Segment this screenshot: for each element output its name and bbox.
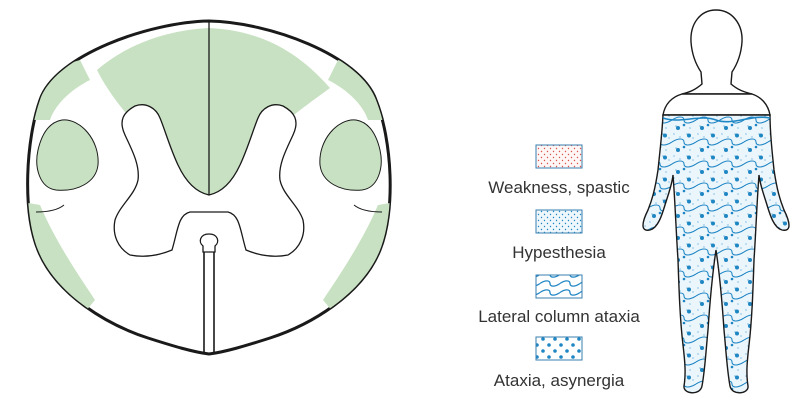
weakness-label: Weakness, spastic: [488, 178, 630, 197]
head: [682, 10, 752, 94]
ataxia-label: Ataxia, asynergia: [494, 371, 625, 390]
legend-item-weakness: Weakness, spastic: [488, 145, 630, 197]
hypesthesia-swatch: [536, 210, 582, 233]
ataxia-swatch: [536, 337, 582, 360]
weakness-swatch: [536, 145, 582, 168]
spinal-cord-cross-section: [10, 21, 408, 354]
legend-item-lateral-column-ataxia: Lateral column ataxia: [478, 275, 640, 326]
lateral-column-swatch: [536, 275, 582, 298]
central-canal: [200, 234, 217, 252]
lateral-column-label: Lateral column ataxia: [478, 307, 640, 326]
legend-item-hypesthesia: Hypesthesia: [512, 210, 606, 262]
affected-body-region: [643, 115, 789, 393]
hypesthesia-label: Hypesthesia: [512, 243, 606, 262]
upper-chest: [663, 94, 770, 115]
body-figure: [643, 10, 789, 393]
legend: Weakness, spastic Hypesthesia Lateral co…: [478, 145, 640, 390]
legend-item-ataxia-asynergia: Ataxia, asynergia: [494, 337, 625, 390]
